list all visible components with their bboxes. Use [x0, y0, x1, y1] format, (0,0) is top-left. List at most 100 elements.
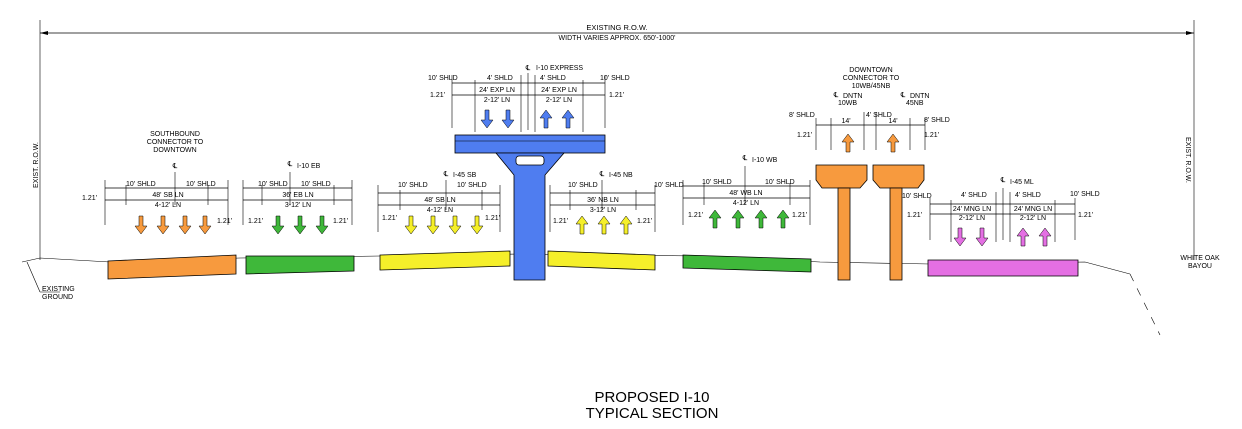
i45-sb-lanes: 4-12' LN	[427, 207, 453, 214]
i10-wb-cl-symbol: ℄	[742, 155, 748, 162]
sb-connector-width: 48' SB LN	[152, 192, 183, 199]
downtown-connector-name-2: CONNECTOR TO	[843, 75, 900, 82]
section-i45-nb: ℄ I-45 NB 10' SHLD 10' SHLD 36' NB LN 3-…	[547, 171, 684, 271]
i10-wb-lanes: 4-12' LN	[733, 200, 759, 207]
sb-connector-slope-left: 1.21'	[82, 195, 97, 202]
section-i10-express: ℄ I-10 EXPRESS 10' SHLD 4' SHLD 4' SHLD …	[428, 65, 630, 281]
downtown-lane-right: 14'	[888, 118, 897, 125]
i45-sb-slope-right: 1.21'	[485, 215, 500, 222]
i10-express-width-right: 24' EXP LN	[541, 87, 577, 94]
i45-nb-lanes: 3-12' LN	[590, 207, 616, 214]
downtown-cl-right-2: 45NB	[906, 100, 924, 107]
i10-wb-slope-left: 1.21'	[688, 212, 703, 219]
i10-wb-width: 48' WB LN	[729, 190, 762, 197]
sb-connector-name-3: DOWNTOWN	[153, 147, 196, 154]
i45-ml-lanes-left: 2-12' LN	[959, 215, 985, 222]
section-i45-ml: ℄ I-45 ML 10' SHLD 4' SHLD 4' SHLD 10' S…	[902, 177, 1100, 277]
downtown-cl-left-1: DNTN	[843, 93, 862, 100]
i45-sb-arrows	[404, 215, 484, 235]
downtown-structure	[815, 164, 925, 281]
i10-eb-deck	[245, 255, 355, 275]
row-dimension: EXISTING R.O.W. WIDTH VARIES APPROX. 650…	[33, 20, 1195, 260]
sb-connector-name-1: SOUTHBOUND	[150, 131, 200, 138]
section-i10-eb: ℄ I-10 EB 10' SHLD 10' SHLD 36' EB LN 3-…	[242, 161, 355, 275]
i10-express-arrows	[480, 109, 575, 129]
section-sb-connector: SOUTHBOUND CONNECTOR TO DOWNTOWN ℄ 10' S…	[82, 131, 237, 280]
downtown-lane-left: 14'	[841, 118, 850, 125]
section-downtown-connector: DOWNTOWN CONNECTOR TO 10WB/45NB ℄ DNTN 1…	[789, 67, 950, 281]
i45-ml-width-right: 24' MNG LN	[1014, 206, 1052, 213]
i45-nb-shld-right: 10' SHLD	[654, 182, 684, 189]
i10-express-slope-right: 1.21'	[609, 92, 624, 99]
downtown-connector-name-3: 10WB/45NB	[852, 83, 891, 90]
i45-ml-lanes-right: 2-12' LN	[1020, 215, 1046, 222]
drawing-caption: PROPOSED I-10 TYPICAL SECTION	[586, 389, 719, 422]
i10-express-width-left: 24' EXP LN	[479, 87, 515, 94]
row-subtitle: WIDTH VARIES APPROX. 650'-1000'	[559, 35, 676, 42]
i45-ml-width-left: 24' MNG LN	[953, 206, 991, 213]
i45-ml-slope-left: 1.21'	[907, 212, 922, 219]
row-title: EXISTING R.O.W.	[586, 23, 647, 32]
i45-ml-shld-in-right: 4' SHLD	[1015, 192, 1041, 199]
i45-ml-arrows	[953, 227, 1052, 247]
i10-wb-cl: I-10 WB	[752, 157, 778, 164]
i10-eb-cl: I-10 EB	[297, 163, 321, 170]
sb-connector-cl-symbol: ℄	[172, 163, 178, 170]
i45-nb-cl: I-45 NB	[609, 172, 633, 179]
i10-express-cl: I-10 EXPRESS	[536, 65, 583, 72]
i45-sb-deck	[379, 250, 511, 271]
i45-ml-slope-right: 1.21'	[1078, 212, 1093, 219]
i10-wb-shld-right: 10' SHLD	[765, 179, 795, 186]
i45-sb-cl: I-45 SB	[453, 172, 477, 179]
bayou-label-1: WHITE OAK	[1180, 255, 1220, 262]
existing-ground-label-1: EXISTING	[42, 286, 75, 293]
downtown-cl-right-1: DNTN	[910, 93, 929, 100]
i45-ml-shld-in-left: 4' SHLD	[961, 192, 987, 199]
i10-express-structure	[454, 134, 606, 281]
sb-connector-shld-left: 10' SHLD	[126, 181, 156, 188]
i10-express-cl-symbol: ℄	[525, 65, 531, 72]
i45-ml-shld-out-right: 10' SHLD	[1070, 191, 1100, 198]
i45-sb-cl-symbol: ℄	[443, 171, 449, 178]
i45-sb-shld-left: 10' SHLD	[398, 182, 428, 189]
caption-line-1: PROPOSED I-10	[594, 389, 709, 406]
existing-ground-label-2: GROUND	[42, 294, 73, 301]
section-i45-sb: ℄ I-45 SB 10' SHLD 10' SHLD 48' SB LN 4-…	[377, 171, 511, 271]
i45-nb-arrows	[575, 215, 633, 235]
i45-sb-width: 48' SB LN	[424, 197, 455, 204]
i10-express-shld-in-left: 4' SHLD	[487, 75, 513, 82]
i45-sb-slope-left: 1.21'	[382, 215, 397, 222]
downtown-shld-right: 8' SHLD	[924, 117, 950, 124]
caption-line-2: TYPICAL SECTION	[586, 405, 719, 422]
i45-ml-cl: I-45 ML	[1010, 179, 1034, 186]
i45-nb-width: 36' NB LN	[587, 197, 619, 204]
i10-eb-lanes: 3-12' LN	[285, 202, 311, 209]
i45-nb-slope-right: 1.21'	[637, 218, 652, 225]
i45-nb-cl-symbol: ℄	[599, 171, 605, 178]
i10-eb-width: 36' EB LN	[282, 192, 313, 199]
i10-express-lanes-left: 2-12' LN	[484, 97, 510, 104]
i10-eb-arrows	[271, 215, 329, 235]
row-right-label: EXIST. R.O.W.	[1184, 137, 1191, 183]
i10-eb-shld-left: 10' SHLD	[258, 181, 288, 188]
i10-eb-slope-left: 1.21'	[248, 218, 263, 225]
bayou-label-2: BAYOU	[1188, 263, 1212, 270]
sb-connector-deck	[107, 254, 237, 280]
i10-express-shld-out-right: 10' SHLD	[600, 75, 630, 82]
downtown-shld-left: 8' SHLD	[789, 112, 815, 119]
i45-nb-deck	[547, 250, 656, 271]
downtown-connector-name-1: DOWNTOWN	[849, 67, 892, 74]
i45-sb-shld-right: 10' SHLD	[457, 182, 487, 189]
i10-wb-slope-right: 1.21'	[792, 212, 807, 219]
sb-connector-lanes: 4-12' LN	[155, 202, 181, 209]
downtown-cl-right-symbol: ℄	[900, 92, 906, 99]
sb-connector-shld-right: 10' SHLD	[186, 181, 216, 188]
i10-express-lanes-right: 2-12' LN	[546, 97, 572, 104]
i45-nb-shld-left: 10' SHLD	[568, 182, 598, 189]
i45-ml-deck	[927, 259, 1079, 277]
section-i10-wb: ℄ I-10 WB 10' SHLD 10' SHLD 48' WB LN 4-…	[682, 155, 812, 273]
row-left-label: EXIST. R.O.W.	[33, 142, 40, 188]
downtown-arrows	[841, 133, 900, 153]
i10-wb-shld-left: 10' SHLD	[702, 179, 732, 186]
